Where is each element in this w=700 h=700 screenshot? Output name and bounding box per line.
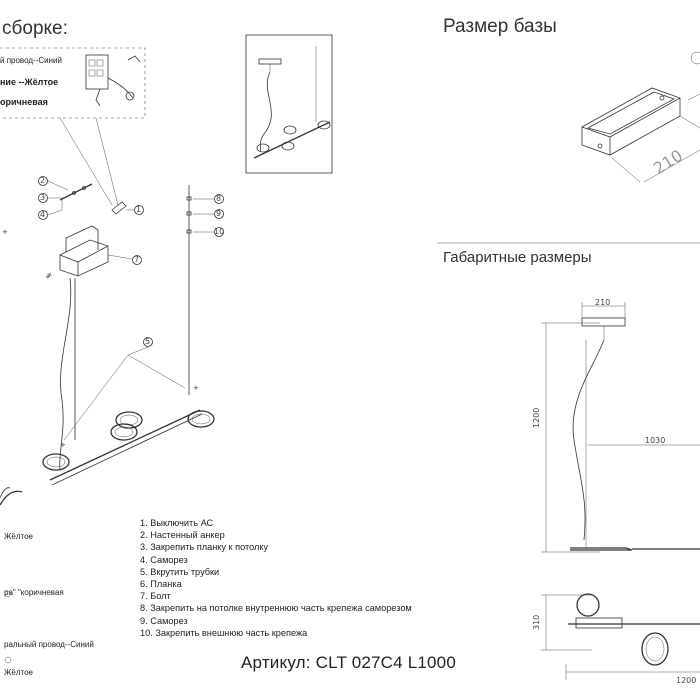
overall-dimensions-heading: Габаритные размеры — [443, 249, 592, 266]
callout-number: 7 — [134, 255, 140, 264]
wire-label-neutral-bottom: ральный провод--Синий — [4, 640, 94, 649]
terminal-block-icon — [85, 54, 109, 90]
wire-label-ground-bottom: Жёлтое — [4, 532, 33, 541]
assembly-heading: сборке: — [2, 18, 68, 39]
assembly-steps: 1. Выключить АС 2. Настенный анкер 3. За… — [140, 517, 412, 639]
step-item: 8. Закрепить на потолке внутреннюю часть… — [140, 603, 412, 614]
step-item: 9. Саморез — [140, 615, 188, 626]
callout-number: 3 — [40, 193, 46, 202]
article-number: Артикул: CLT 027C4 L1000 — [241, 653, 456, 672]
wire-label-phase: оричневая — [0, 97, 48, 107]
ring-lamp-icon — [110, 423, 138, 441]
base-size-drawing — [581, 51, 700, 183]
step-item: 3. Закрепить планку к потолку — [140, 542, 269, 553]
canopy-shape — [581, 317, 626, 327]
callout-circle — [38, 176, 48, 186]
product-thumbnail — [245, 34, 333, 174]
step-item: 10. Закрепить внешнюю часть крепежа — [140, 627, 308, 638]
callout-circle — [38, 210, 48, 220]
wiring-inset — [0, 47, 146, 206]
step-item: 2. Настенный анкер — [140, 530, 225, 541]
ring-lamp-icon — [42, 453, 70, 471]
exploded-assembly: + + + + + — [2, 176, 224, 486]
dimension-canopy: 210 — [595, 298, 611, 307]
callout-number: 2 — [40, 176, 46, 185]
wire-label-ground: ние --Жёлтое — [0, 77, 59, 87]
step-item: 5. Вкрутить трубки — [140, 566, 220, 577]
wiring-sketch-bottom — [0, 487, 23, 664]
svg-text:+: + — [45, 273, 51, 281]
dimension-arm: 1030 — [645, 436, 666, 445]
callout-number: 8 — [216, 194, 222, 203]
callout-number: 10 — [214, 227, 225, 236]
wire-label-ground-bottom-2: Жёлтое — [4, 668, 33, 677]
base-size-heading: Размер базы — [443, 16, 557, 37]
ring-lamp-icon — [576, 593, 600, 617]
svg-text:+: + — [2, 228, 8, 236]
callout-number: 5 — [145, 337, 151, 346]
step-item: 1. Выключить АС — [140, 518, 214, 528]
callout-number: 9 — [216, 209, 222, 218]
callout-number: 1 — [136, 205, 142, 214]
ring-lamp-icon — [641, 632, 669, 666]
dimension-depth: 310 — [532, 614, 541, 630]
ring-lamp-icon — [187, 410, 215, 428]
callout-circle — [38, 193, 48, 203]
overall-top-view — [541, 593, 700, 680]
svg-text:+: + — [193, 384, 199, 392]
overall-front-view — [541, 302, 700, 553]
wire-label-phase-bottom: ра" "коричневая — [4, 588, 64, 597]
wire-label-neutral: й провод--Синий — [0, 56, 62, 65]
svg-text:+: + — [60, 441, 66, 449]
step-item: 7. Болт — [140, 591, 171, 602]
step-item: 4. Саморез — [140, 554, 188, 565]
svg-text:+: + — [45, 270, 54, 280]
dimension-length: 1200 — [676, 676, 697, 685]
callout-number: 4 — [40, 210, 46, 219]
step-item: 6. Планка — [140, 579, 182, 590]
dimension-height: 1200 — [532, 407, 541, 428]
